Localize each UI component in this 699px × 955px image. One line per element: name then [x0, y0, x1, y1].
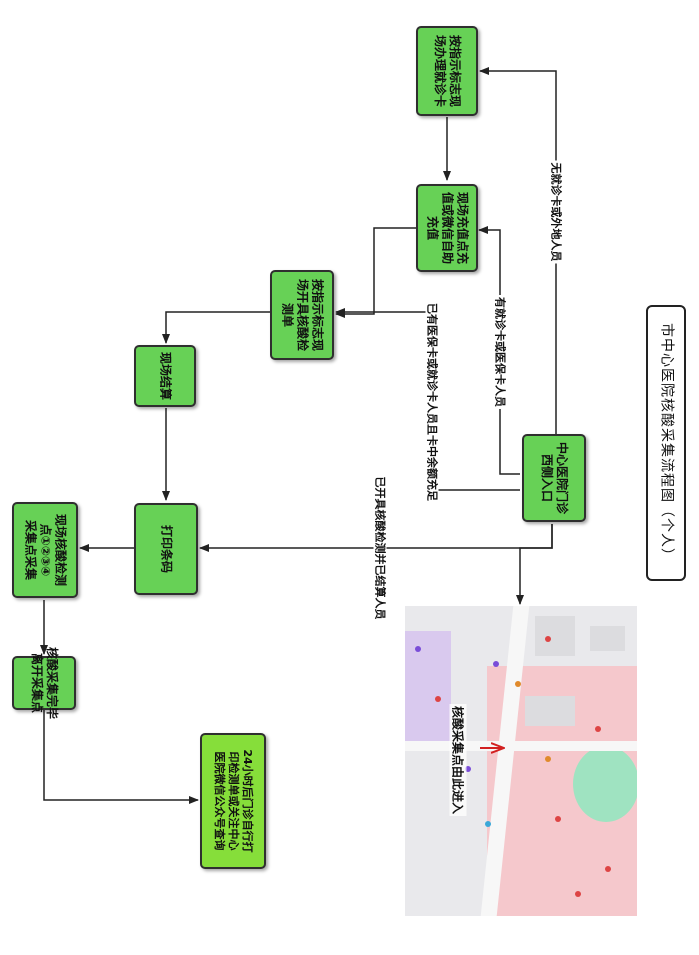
map-pin [595, 726, 601, 732]
node-no-card: 按指示标志现 场办理就诊卡 [416, 26, 478, 116]
map-pin [415, 646, 421, 652]
map-road-cross [405, 741, 637, 751]
node-start-label: 中心医院门诊 西侧入口 [540, 441, 569, 515]
edge-label-has-card: 有就诊卡或医保卡人员 [493, 295, 507, 409]
node-recharge: 现场充值点充 值或微信自助 充值 [416, 184, 478, 272]
map-pin [435, 696, 441, 702]
map-building [535, 616, 575, 656]
map-building [590, 626, 625, 651]
map-entry-label: 核酸采集点由此进入 [449, 703, 467, 817]
edge-to-map [516, 524, 553, 605]
map-pin [515, 681, 521, 687]
node-report-label: 24小时后门诊自行打 印检测单或关注中心 医院微信公众号查询 [213, 749, 254, 853]
edge-label-no-card: 无就诊卡或外地人员 [549, 160, 563, 264]
node-no-card-label: 按指示标志现 场办理就诊卡 [433, 34, 462, 108]
node-settle-label: 现场结算 [158, 351, 173, 401]
node-collect: 现场核酸检测 点①②③④ 采集点采集 [12, 502, 78, 598]
edge-label-has-balance: 已有医保卡或就诊卡人员且卡中余额充足 [425, 301, 439, 503]
map-pin [555, 816, 561, 822]
node-leave-label: 核酸采集完毕 离开采集点 [30, 646, 59, 720]
campus-map [405, 606, 637, 916]
map-pin [465, 766, 471, 772]
map-pin [485, 821, 491, 827]
node-start: 中心医院门诊 西侧入口 [522, 434, 586, 522]
node-report: 24小时后门诊自行打 印检测单或关注中心 医院微信公众号查询 [200, 733, 266, 869]
map-building [525, 696, 575, 726]
map-pin [493, 661, 499, 667]
node-collect-label: 现场核酸检测 点①②③④ 采集点采集 [23, 513, 68, 587]
edge-open-settle [162, 311, 270, 344]
edge-no-card [479, 67, 557, 434]
edge-leave-report [43, 710, 199, 804]
map-pin [605, 866, 611, 872]
node-print: 打印条码 [134, 503, 198, 595]
node-open-test-label: 按指示标志现 场开具核酸检 测单 [280, 278, 325, 352]
edge-label-already-settled: 已开具核酸检测并已结算人员 [373, 474, 387, 622]
page-title: 市中心医院核酸采集流程图（个人） [658, 323, 675, 563]
map-zone-purple [405, 631, 451, 741]
edge-recharge-open [335, 227, 416, 318]
node-print-label: 打印条码 [159, 524, 174, 574]
node-recharge-label: 现场充值点充 值或微信自助 充值 [425, 191, 470, 265]
title-box: 市中心医院核酸采集流程图（个人） [646, 305, 686, 581]
node-settle: 现场结算 [134, 345, 196, 407]
map-field [573, 746, 637, 822]
map-pin [575, 891, 581, 897]
map-pin [545, 756, 551, 762]
node-open-test: 按指示标志现 场开具核酸检 测单 [270, 270, 334, 360]
map-pin [545, 636, 551, 642]
node-leave: 核酸采集完毕 离开采集点 [12, 647, 76, 719]
